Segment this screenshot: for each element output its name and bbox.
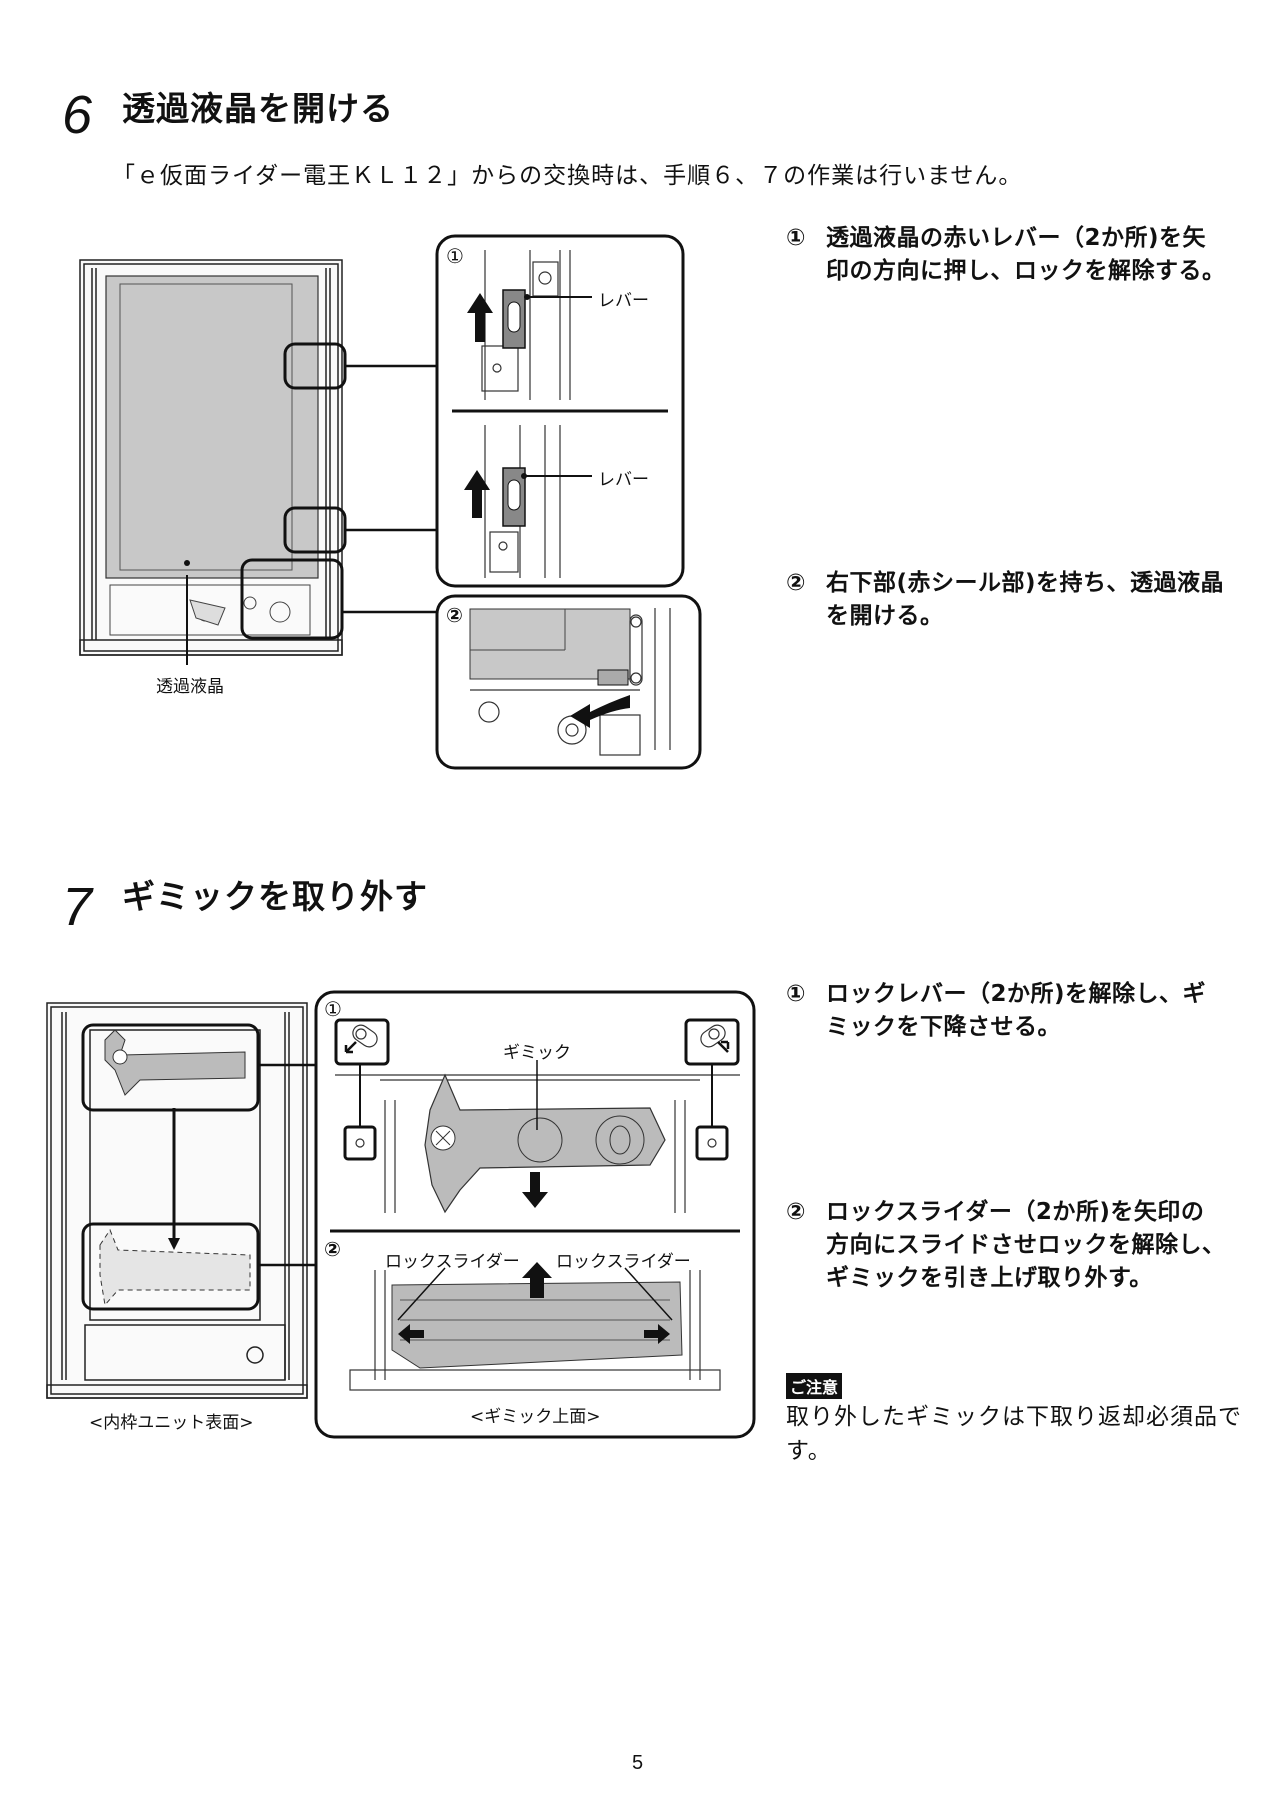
page-number: 5 (632, 1752, 644, 1774)
lever-icon (502, 289, 526, 527)
lcd-panel (105, 275, 319, 579)
rotate-arrow-icon (717, 1040, 730, 1053)
step-6-note: 「ｅ仮面ライダー電王ＫＬ１２」からの交換時は、手順６、７の作業は行いません。 (112, 163, 1023, 189)
step-7-instruction-1: ① ロックレバー（2か所)を解除し、ギミックを下降させる。 (786, 978, 1226, 1044)
gimmick-top-caption: <ギミック上面> (470, 1407, 601, 1427)
lock-slider-label-right: ロックスライダー (556, 1252, 691, 1272)
gimmick-shape (104, 1029, 246, 1096)
caution-badge: ご注意 (786, 1373, 843, 1399)
arrow-down-icon (168, 1238, 180, 1250)
step-6-instruction-2: ② 右下部(赤シール部)を持ち、透過液晶を開ける。 (786, 567, 1226, 633)
instruction-marker: ① (786, 981, 806, 1007)
instruction-marker: ② (786, 1199, 806, 1225)
instruction-text: ロックスライダー（2か所)を矢印の方向にスライドさせロックを解除し、ギミックを引… (826, 1199, 1226, 1291)
lever-label-top: レバー (598, 291, 649, 311)
instruction-marker: ② (786, 570, 806, 596)
rotate-arrow-icon (344, 1041, 357, 1054)
arrow-down-icon (522, 1172, 548, 1208)
instruction-text: 右下部(赤シール部)を持ち、透過液晶を開ける。 (826, 570, 1225, 629)
step-6-number: 6 (62, 85, 93, 145)
caution-text: 取り外したギミックは下取り返却必須品です。 (786, 1404, 1242, 1464)
lcd-label: 透過液晶 (156, 677, 224, 697)
step-6-title: 透過液晶を開ける (122, 89, 394, 128)
step-7-title: ギミックを取り外す (122, 877, 428, 916)
detail-2-marker: ② (324, 1237, 341, 1261)
instruction-marker: ① (786, 225, 806, 251)
arrow-up-icon (464, 293, 493, 518)
gimmick-top-body (391, 1281, 683, 1369)
inner-frame-caption: <内枠ユニット表面> (89, 1413, 254, 1433)
arrow-up-icon (522, 1262, 552, 1298)
detail-2-marker: ② (446, 603, 463, 627)
gimmick-label: ギミック (503, 1043, 571, 1063)
step-6-instruction-1: ① 透過液晶の赤いレバー（2か所)を矢印の方向に押し、ロックを解除する。 (786, 222, 1226, 288)
detail-1-marker: ① (324, 997, 342, 1021)
instruction-text: ロックレバー（2か所)を解除し、ギミックを下降させる。 (826, 981, 1207, 1040)
lever-label-bottom: レバー (598, 470, 649, 490)
step-7-number: 7 (62, 877, 93, 937)
instruction-text: 透過液晶の赤いレバー（2か所)を矢印の方向に押し、ロックを解除する。 (826, 225, 1226, 284)
step-7-instruction-2: ② ロックスライダー（2か所)を矢印の方向にスライドさせロックを解除し、ギミックを… (786, 1196, 1226, 1295)
arrow-right-icon (644, 1324, 670, 1344)
arrow-left-icon (398, 1324, 424, 1344)
curved-arrow-icon (570, 695, 630, 728)
lock-slider-label-left: ロックスライダー (385, 1252, 520, 1272)
gimmick-body (424, 1073, 666, 1214)
detail-1-marker: ① (446, 244, 464, 268)
